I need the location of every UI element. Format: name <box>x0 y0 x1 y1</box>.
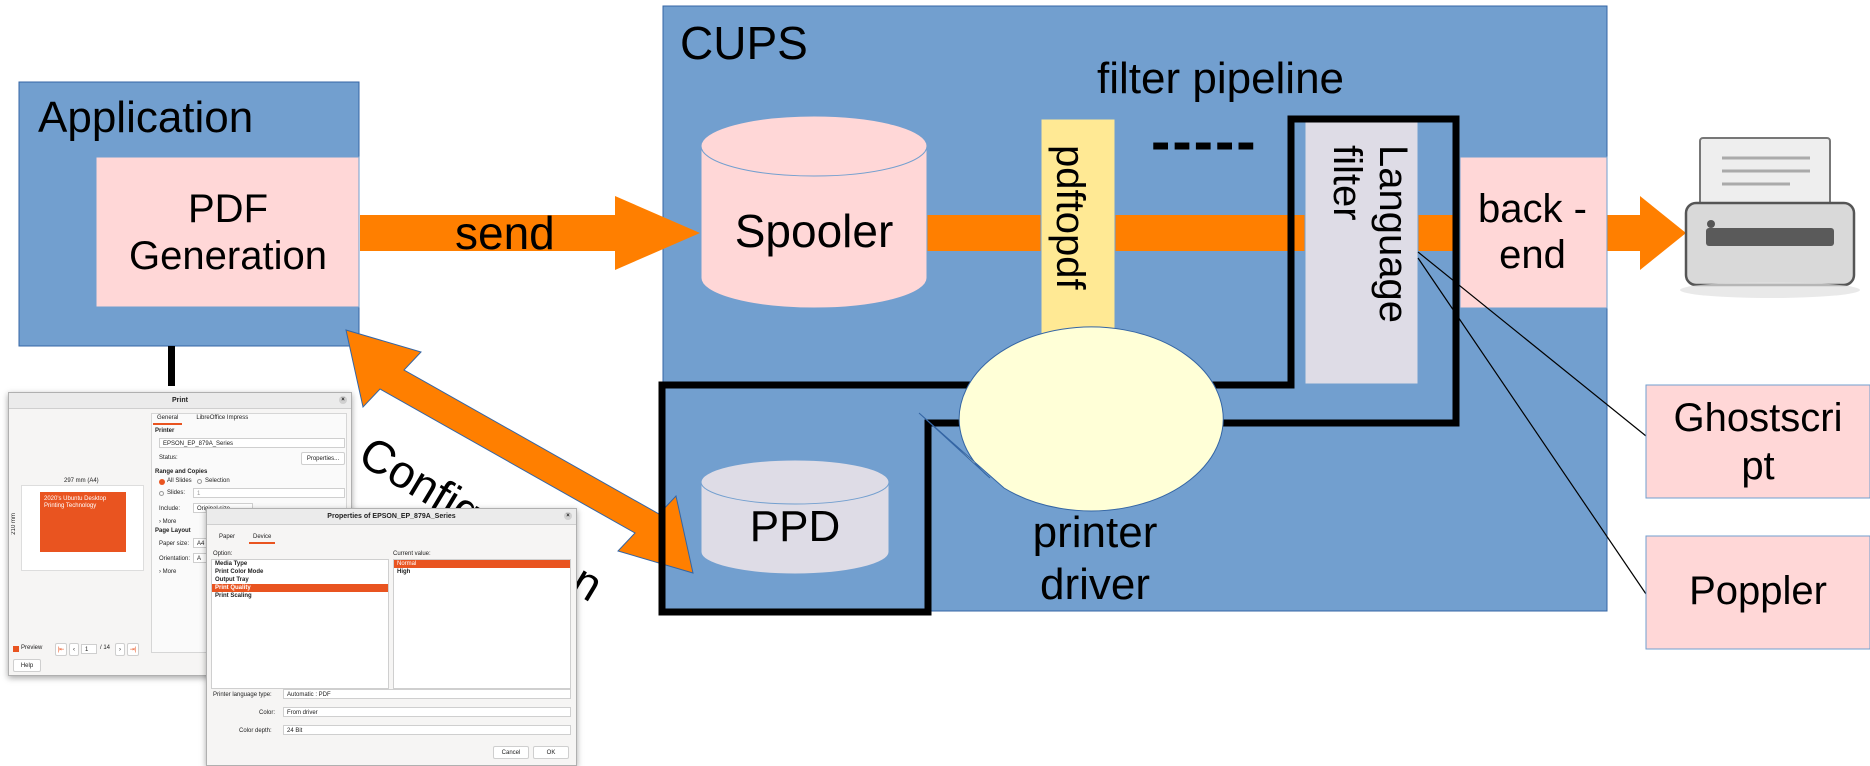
page-total: / 14 <box>100 645 111 651</box>
poppler-connector <box>1417 257 1647 595</box>
backend-label: back -end <box>1478 187 1587 277</box>
pdftopdf-label: pdftopdf <box>1048 145 1092 290</box>
slides-label: Slides: <box>167 490 186 496</box>
properties-button[interactable]: Properties... <box>301 452 345 465</box>
configuration-arrow <box>345 329 694 574</box>
option-item[interactable]: Media Type <box>215 561 248 567</box>
spooler-cylinder <box>700 115 928 309</box>
slides-field[interactable]: 1 <box>193 488 345 498</box>
more-toggle-1[interactable]: › More <box>159 519 177 525</box>
selection-radio[interactable] <box>197 479 202 484</box>
application-connector <box>168 346 175 386</box>
value-item[interactable]: High <box>397 569 411 575</box>
preview-size-top: 297 mm (A4) <box>64 478 99 484</box>
status-label: Status: <box>159 455 178 461</box>
print-dialog-title: Print <box>172 397 188 404</box>
tab-general[interactable]: General <box>153 413 183 425</box>
include-label: Include: <box>159 506 181 512</box>
properties-dialog: Properties of EPSON_EP_879A_Series × Pap… <box>206 508 577 766</box>
close-icon[interactable]: × <box>339 396 347 404</box>
printer-driver-label: printer driver <box>1032 508 1158 609</box>
color-depth-label: Color depth: <box>239 728 272 734</box>
printer-driver-callout <box>918 326 1224 512</box>
send-arrow <box>360 196 700 270</box>
next-page-button[interactable]: › <box>115 643 125 656</box>
page-number-field[interactable]: 1 <box>81 644 97 654</box>
language-filter-label: Language filter <box>1325 145 1415 323</box>
ppd-cylinder <box>700 459 890 575</box>
ok-button[interactable]: OK <box>533 746 569 759</box>
printer-select[interactable]: EPSON_EP_879A_Series <box>159 438 345 448</box>
tab-device[interactable]: Device <box>249 532 276 544</box>
more-toggle-2[interactable]: › More <box>159 569 177 575</box>
option-header: Option: <box>213 551 233 557</box>
color-select[interactable]: From driver <box>283 707 571 717</box>
pdftopdf-box <box>1040 118 1116 348</box>
option-item[interactable]: Print Color Mode <box>215 569 264 575</box>
current-value-header: Current value: <box>393 551 431 557</box>
all-slides-label: All Slides <box>167 478 192 484</box>
last-page-button[interactable]: ⇥| <box>127 643 139 656</box>
orientation-label: Orientation: <box>159 556 191 562</box>
close-icon[interactable]: × <box>564 512 572 520</box>
options-list[interactable]: Media Type Print Color Mode Output Tray … <box>211 559 389 689</box>
tab-paper[interactable]: Paper <box>219 534 236 540</box>
preview-slide: 2020's Ubuntu Desktop Printing Technolog… <box>40 492 126 552</box>
value-item-selected[interactable]: Normal <box>394 560 570 568</box>
print-tabs: General LibreOffice Impress <box>153 413 252 425</box>
filter-pipeline-label: filter pipeline <box>1097 54 1345 103</box>
option-item[interactable]: Print Scaling <box>215 593 252 599</box>
printer-section-heading: Printer <box>155 428 175 434</box>
first-page-button[interactable]: |⇤ <box>55 643 67 656</box>
properties-tabs: Paper Device <box>215 532 276 544</box>
ghostscript-box <box>1645 384 1870 499</box>
ghostscript-label: Ghostscri pt <box>1673 396 1843 488</box>
pipeline-dashes: ----- <box>1151 109 1258 174</box>
backend-box <box>1459 156 1608 309</box>
poppler-box <box>1645 535 1870 650</box>
send-label: send <box>455 207 555 259</box>
preview-checkbox-label: Preview <box>21 645 43 651</box>
selection-label: Selection <box>205 478 230 484</box>
preview-slide-title: 2020's Ubuntu Desktop Printing Technolog… <box>44 496 107 509</box>
slides-radio[interactable] <box>159 491 164 496</box>
pdf-generation-label: PDF Generation <box>129 187 327 278</box>
language-type-label: Printer language type: <box>213 692 272 698</box>
language-type-select[interactable]: Automatic : PDF <box>283 689 571 699</box>
color-depth-select[interactable]: 24 Bit <box>283 725 571 735</box>
cups-label: CUPS <box>680 17 808 69</box>
print-dialog-titlebar: Print × <box>9 393 351 409</box>
output-arrow <box>1607 196 1686 270</box>
properties-dialog-titlebar: Properties of EPSON_EP_879A_Series × <box>207 509 576 525</box>
option-item-selected[interactable]: Print Quality <box>212 584 388 592</box>
ghostscript-connector <box>1417 251 1647 437</box>
page-layout-heading: Page Layout <box>155 528 191 534</box>
language-filter-box <box>1304 118 1419 385</box>
properties-dialog-title: Properties of EPSON_EP_879A_Series <box>327 513 456 520</box>
preview-size-side: 210 mm <box>11 513 17 535</box>
option-item[interactable]: Output Tray <box>215 577 249 583</box>
poppler-label: Poppler <box>1689 569 1827 613</box>
color-label: Color: <box>259 710 276 716</box>
all-slides-radio[interactable] <box>159 479 165 485</box>
help-button[interactable]: Help <box>13 659 41 672</box>
tab-libreoffice-impress[interactable]: LibreOffice Impress <box>196 415 249 421</box>
ppd-label: PPD <box>749 502 841 551</box>
cancel-button[interactable]: Cancel <box>493 746 529 759</box>
preview-checkbox[interactable] <box>13 646 19 652</box>
preview-page: 2020's Ubuntu Desktop Printing Technolog… <box>21 485 144 571</box>
range-section-heading: Range and Copies <box>155 469 208 475</box>
spooler-label: Spooler <box>734 205 894 257</box>
pdf-generation-box <box>95 156 360 308</box>
application-label: Application <box>38 93 254 142</box>
prev-page-button[interactable]: ‹ <box>69 643 79 656</box>
printer-icon <box>1680 137 1860 298</box>
paper-size-label: Paper size: <box>159 541 190 547</box>
values-list[interactable]: Normal High <box>393 559 571 689</box>
